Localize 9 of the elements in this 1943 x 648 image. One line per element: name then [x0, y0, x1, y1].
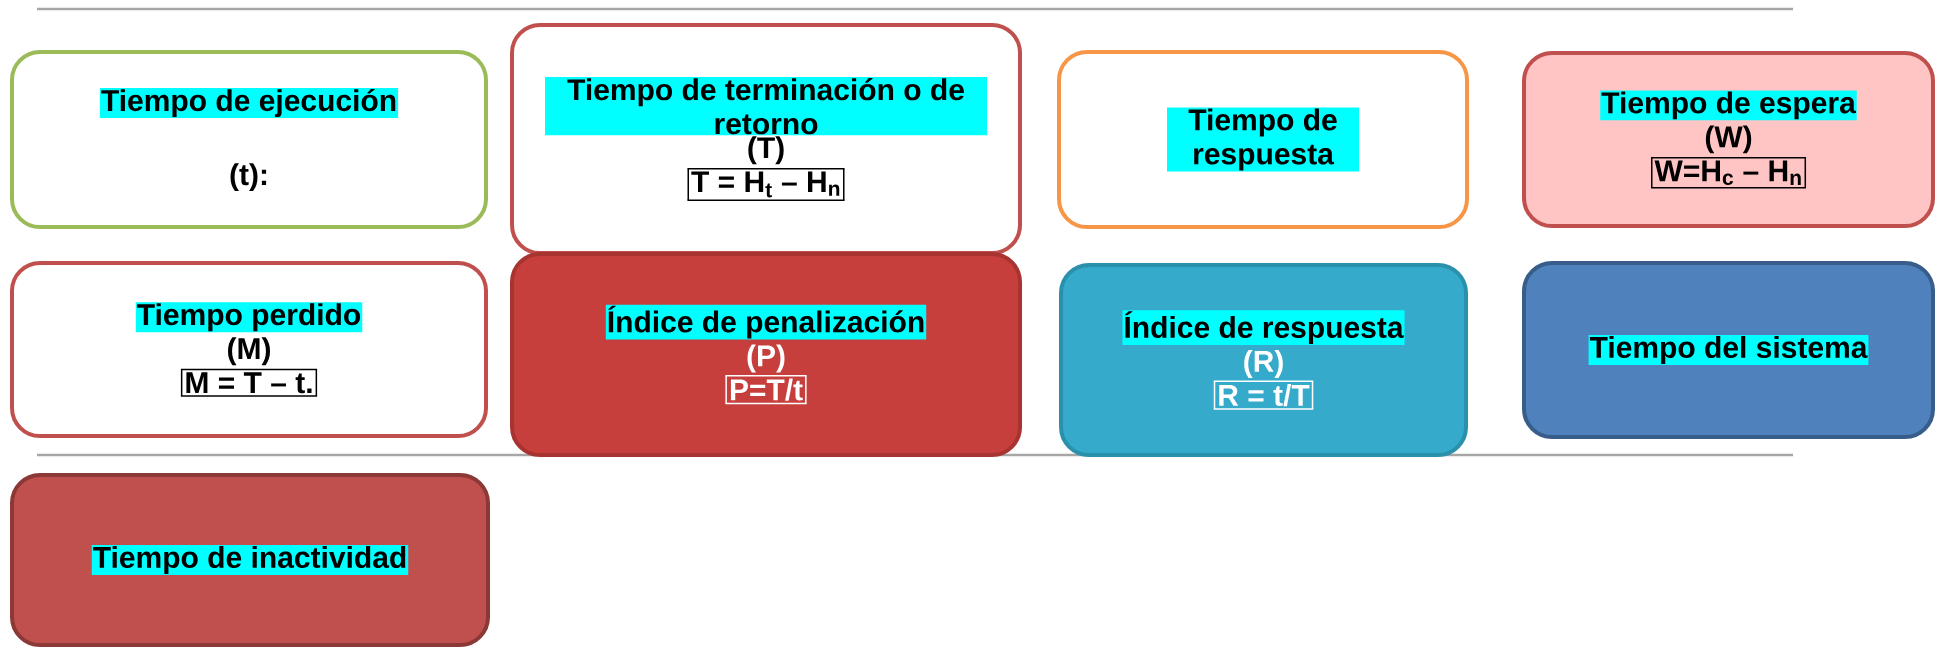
text-box: Tiempo perdido (M) M = T – t.: [10, 261, 488, 438]
text-box: Tiempo de ejecución (t):: [10, 50, 488, 229]
text-box: Tiempo de espera (W) W=H$_{c}$ – H$_{n}$: [1522, 51, 1936, 228]
text-box: Índice de respuesta (R) R = t/T: [1059, 263, 1468, 457]
text-box: Tiempo de inactividad: [10, 473, 490, 647]
text-box: Tiempo de terminación o de retorno (T) T = H$_{t}$ – H$_{n}$: [510, 23, 1022, 255]
text-box: Índice de penalización (P) P=T/t: [510, 252, 1022, 457]
text-box: Tiempo del sistema: [1522, 261, 1936, 439]
text-box: Tiempo de respuesta: [1057, 50, 1469, 229]
